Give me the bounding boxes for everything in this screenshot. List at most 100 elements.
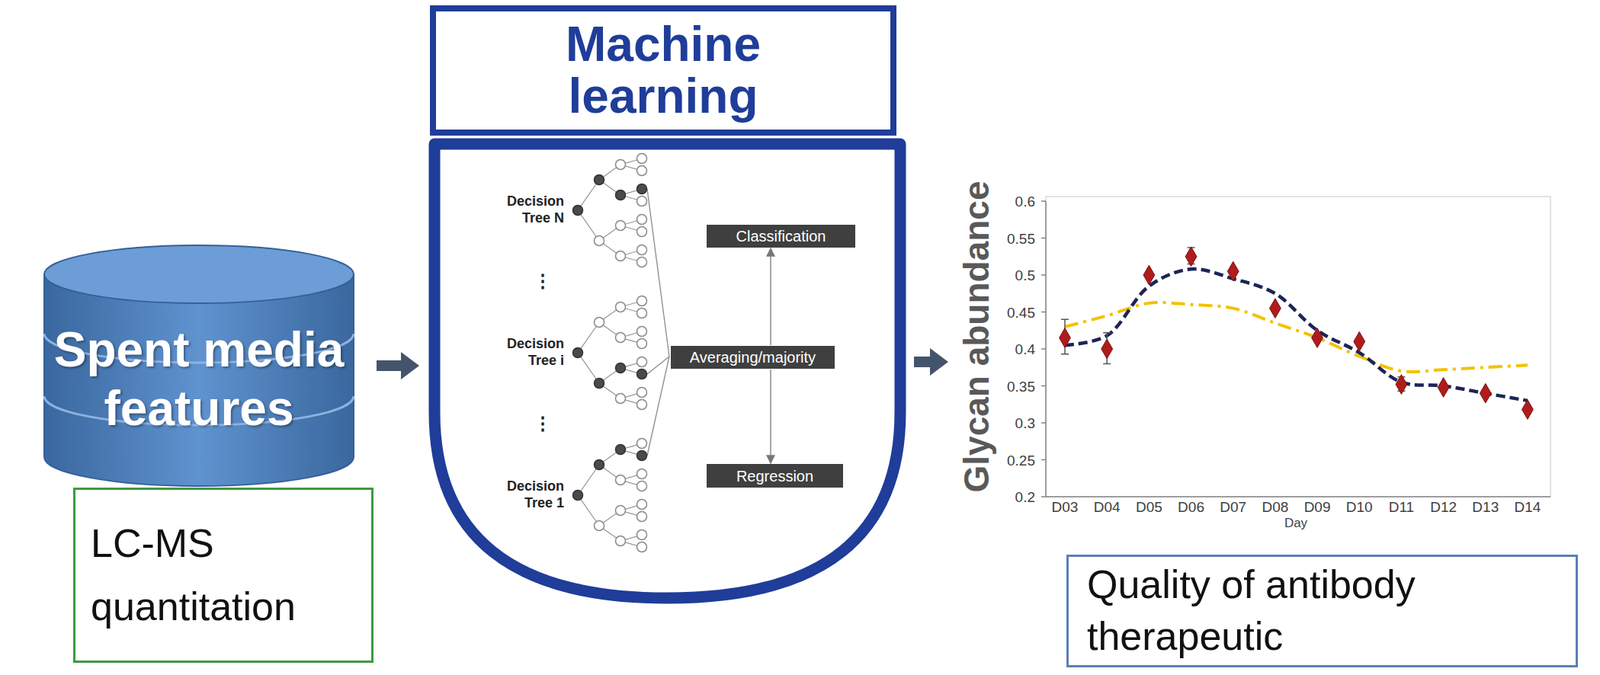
tree-node [615,333,626,344]
tree-node [615,475,626,486]
tree-node [637,245,648,256]
data-point [1311,328,1324,349]
tree-node [573,348,584,359]
axis-category-label: D07 [1219,500,1247,515]
data-point [1101,339,1113,360]
cylinder-body [44,274,354,487]
data-point [1395,375,1408,395]
tree-branch [577,210,600,241]
tree-node [637,166,648,177]
ensemble-box: Averaging/majority [670,346,835,369]
tree-node [637,153,648,164]
data-point [1353,331,1366,352]
tick-mark [1041,385,1046,388]
axis-category-label: D13 [1471,500,1499,515]
tree-node [615,160,626,170]
vote-line [647,356,670,456]
tree-node [637,214,648,225]
axis-category-label: D08 [1261,500,1289,515]
tree-node [637,500,648,510]
data-point [1059,328,1071,349]
axis-category-label: D09 [1304,500,1331,515]
tree-node [637,196,648,207]
heading-label: Machine learning [541,19,786,122]
series-line [1064,269,1528,401]
node-label: Classification [736,226,827,247]
tree-label: Decision Tree i [484,336,565,369]
tick-mark [1041,274,1046,276]
tree-branches [577,158,670,548]
node-label: Quality of antibody therapeutic [1086,559,1558,663]
cylinder-top [44,245,354,304]
tree-branch [577,495,600,526]
axis-title: Day [1284,516,1308,530]
tree-node [594,521,605,532]
data-point [1227,261,1239,282]
tree-node [615,506,626,517]
axis-tick-label: 0.6 [1015,194,1036,209]
block-arrow [913,348,949,376]
block-arrow [376,352,420,380]
tree-node [615,190,626,201]
tree-node [594,236,605,247]
tree-node [594,460,605,471]
axis-title: Glycan abundance [958,180,994,493]
result-box: Quality of antibody therapeutic [1066,554,1578,668]
tree-node [594,175,605,186]
data-point [1437,378,1450,398]
tree-branch [577,322,600,353]
vote-line [647,189,670,357]
tick-mark [1041,459,1046,462]
shield-shape [428,137,907,605]
tick-mark [1041,348,1046,350]
axis-category-label: D04 [1093,500,1121,515]
tree-node [637,339,648,350]
tick-mark [1041,422,1046,424]
output-box: Classification [706,224,856,248]
axis-category-label: D14 [1514,500,1542,515]
tree-node [637,530,648,541]
axis-category-label: D05 [1135,500,1163,515]
tree-label: Decision Tree N [484,193,565,227]
tree-node [637,357,648,368]
tree-node [637,387,648,398]
axis-tick-label: 0.4 [1015,342,1036,357]
data-point [1185,246,1197,267]
ellipsis-dots: ⋮ [533,414,552,433]
tree-node [637,512,648,523]
output-box: Regression [706,464,844,488]
x-axis [1045,496,1551,498]
axis-tick-label: 0.3 [1015,416,1036,431]
plot-frame [1045,196,1551,497]
method-box: LC-MS quantitation [73,487,374,664]
tree-node [615,536,626,547]
tree-label: Decision Tree 1 [484,478,565,512]
tick-mark [1041,496,1046,498]
axis-tick-label: 0.2 [1015,490,1036,505]
axis-category-label: D03 [1051,500,1079,515]
tick-mark [1041,237,1046,240]
arrow-line [769,248,772,346]
tree-node [615,302,626,313]
axis-category-label: D06 [1177,500,1205,515]
data-point [1479,383,1491,404]
tree-node [615,251,626,262]
node-label: LC-MS quantitation [90,512,356,639]
shield-outline [434,144,901,599]
node-label: Averaging/majority [689,347,816,368]
data-point [1143,265,1155,286]
axis-category-label: D11 [1388,500,1415,515]
data-point [1522,400,1534,421]
tree-node [615,221,626,231]
node-label: Regression [736,466,814,487]
tree-node [573,490,584,501]
tree-node [637,184,648,195]
tree-node [615,363,626,374]
tree-node [637,481,648,492]
tree-node [615,445,626,456]
axis-tick-label: 0.45 [1006,304,1036,320]
axis-tick-label: 0.35 [1006,378,1036,394]
title-box: Machine learning [429,5,897,136]
tree-nodes [573,153,648,553]
tree-branch [577,179,600,211]
